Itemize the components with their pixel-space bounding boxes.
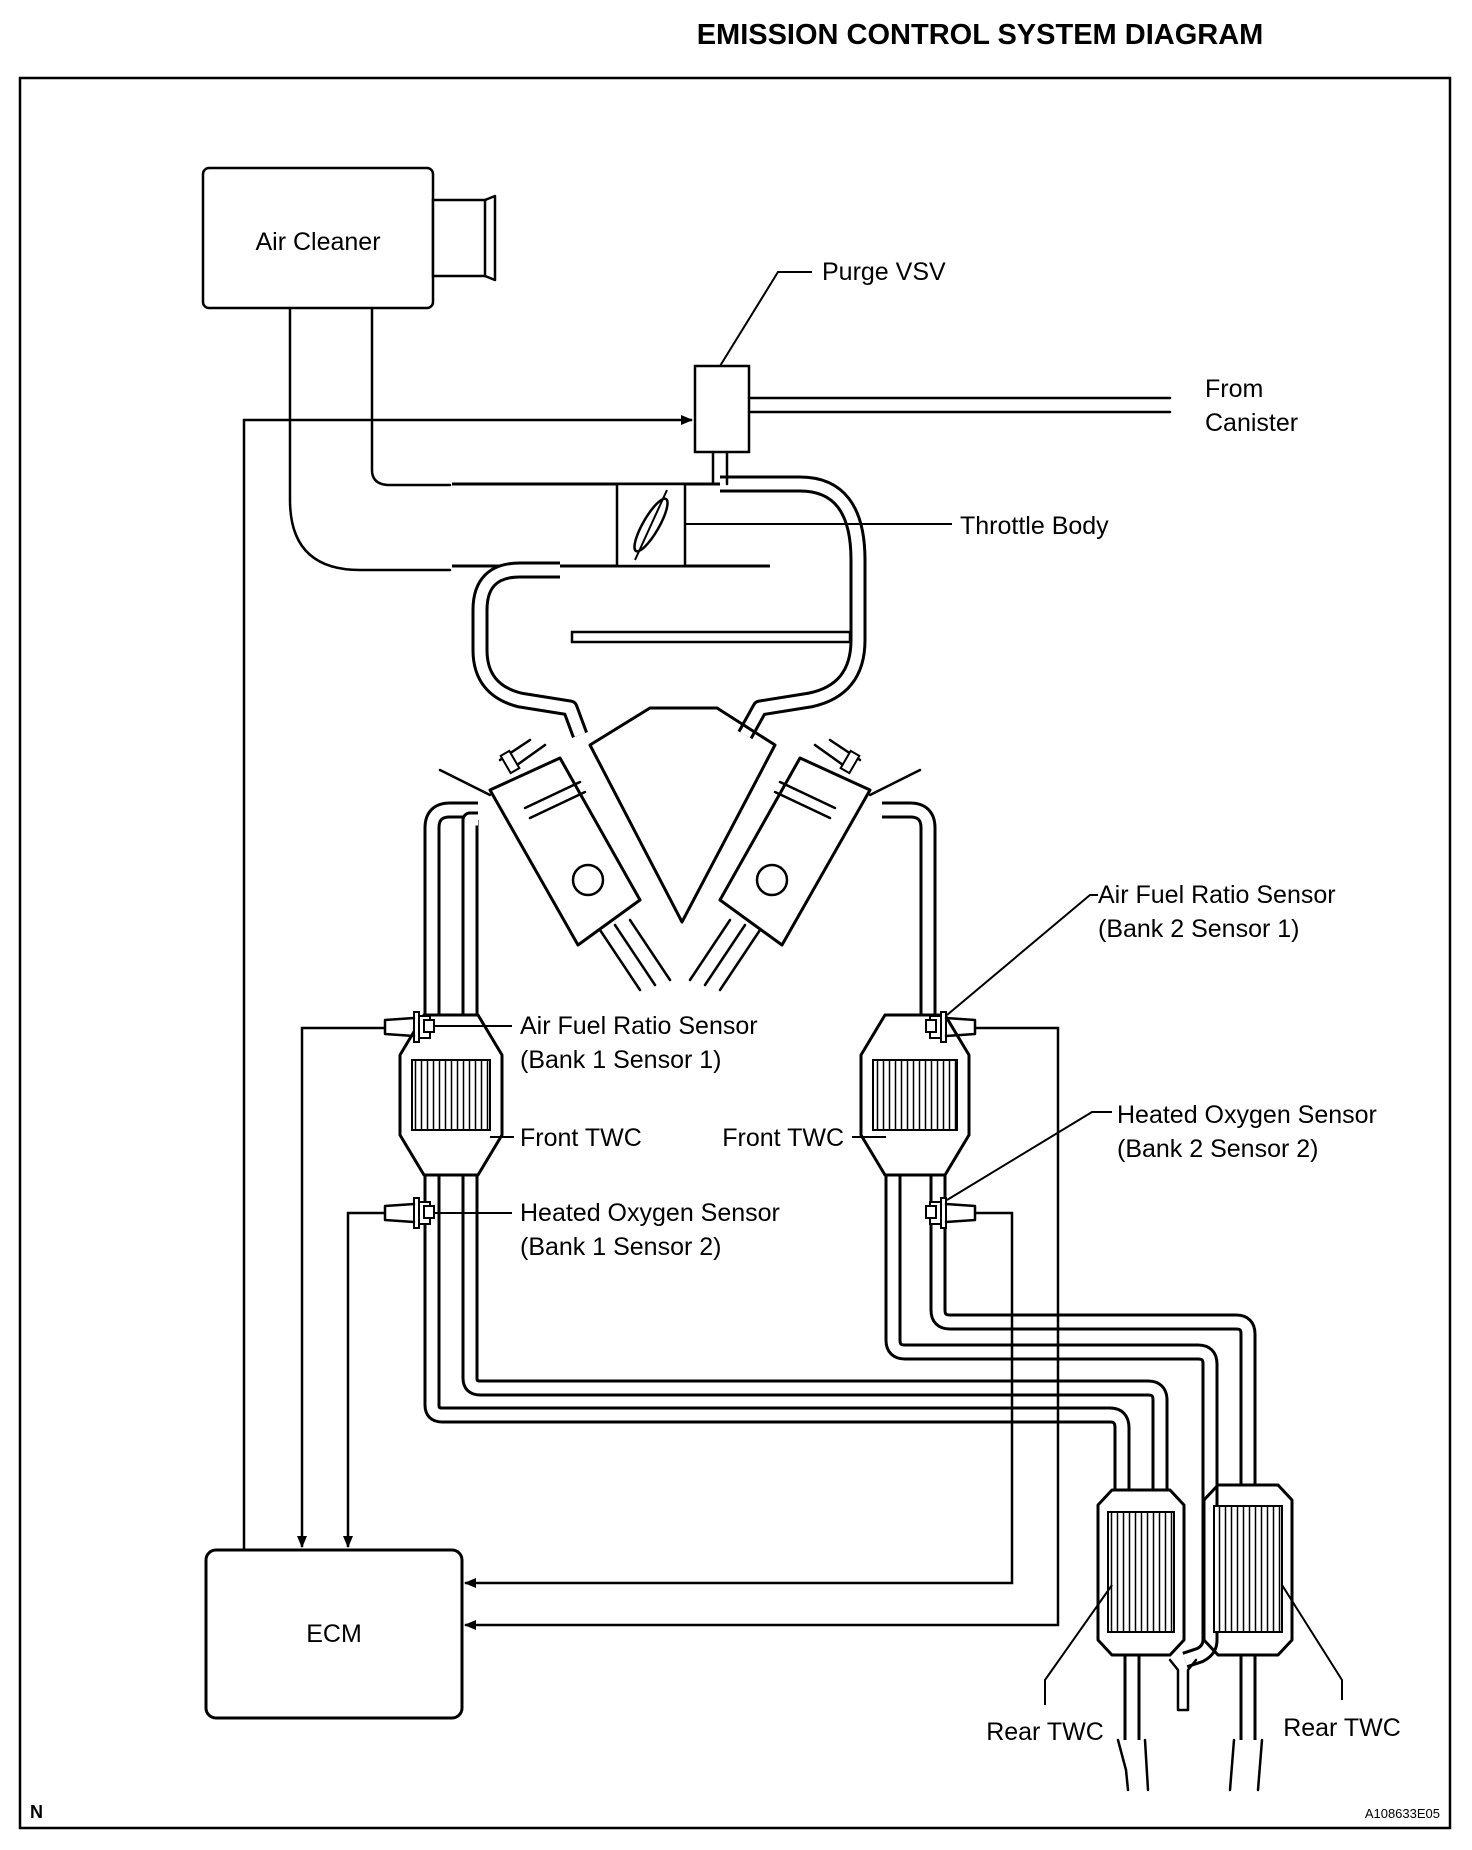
ho2-bank2-leader (946, 1111, 1112, 1201)
surge-tank (471, 475, 867, 740)
af-bank2-label-1: Air Fuel Ratio Sensor (1098, 881, 1336, 909)
air-cleaner-label: Air Cleaner (255, 228, 380, 256)
af-bank2-label-2: (Bank 2 Sensor 1) (1098, 915, 1300, 943)
ho2-bank2-label-1: Heated Oxygen Sensor (1117, 1101, 1377, 1129)
rear-twc-right (1202, 1483, 1294, 1657)
purge-vsv-leader (719, 271, 812, 367)
engine-block (438, 706, 922, 992)
front-twc-bank2 (859, 1013, 971, 1177)
ecm-label: ECM (306, 1620, 362, 1648)
ho2-bank1-label-1: Heated Oxygen Sensor (520, 1199, 780, 1227)
rear-twc-left (1096, 1488, 1186, 1657)
purge-vsv-label: Purge VSV (822, 258, 946, 286)
af-bank1-label-1: Air Fuel Ratio Sensor (520, 1012, 758, 1040)
exhaust-bank1 (423, 801, 1150, 1792)
ho2-sensor-bank2 (925, 1197, 977, 1229)
diagram-title: EMISSION CONTROL SYSTEM DIAGRAM (697, 19, 1264, 51)
rear-twc-right-leader (1281, 1584, 1343, 1700)
corner-mark: N (30, 1802, 43, 1822)
air-cleaner (201, 166, 497, 310)
rear-twc-left-label: Rear TWC (986, 1718, 1104, 1746)
throttle-body (452, 482, 770, 568)
from-canister-label-1: From (1205, 375, 1263, 403)
exhaust-bank1-inner (461, 811, 1169, 1490)
ho2-bank2-label-2: (Bank 2 Sensor 2) (1117, 1135, 1319, 1163)
ho2-sensor-bank1 (383, 1197, 435, 1229)
from-canister-label-2: Canister (1205, 409, 1298, 437)
af-bank2-leader (946, 894, 1098, 1016)
ecm (204, 1548, 464, 1720)
figure-code: A108633E05 (1365, 1806, 1440, 1821)
throttle-body-label: Throttle Body (960, 512, 1109, 540)
purge-vsv (693, 364, 1172, 486)
rear-twc-right-label: Rear TWC (1283, 1714, 1401, 1742)
signal-wires (242, 415, 1060, 1630)
ho2-bank1-label-2: (Bank 1 Sensor 2) (520, 1233, 722, 1261)
rear-twc-left-leader (1044, 1584, 1113, 1705)
exhaust-bank2 (882, 801, 1264, 1792)
front-twc-right-label: Front TWC (722, 1124, 844, 1152)
front-twc-bank1 (398, 1013, 504, 1177)
intake-duct (288, 306, 452, 572)
af-bank1-label-2: (Bank 1 Sensor 1) (520, 1046, 722, 1074)
front-twc-left-label: Front TWC (520, 1124, 642, 1152)
diagram-frame (18, 76, 1452, 1830)
